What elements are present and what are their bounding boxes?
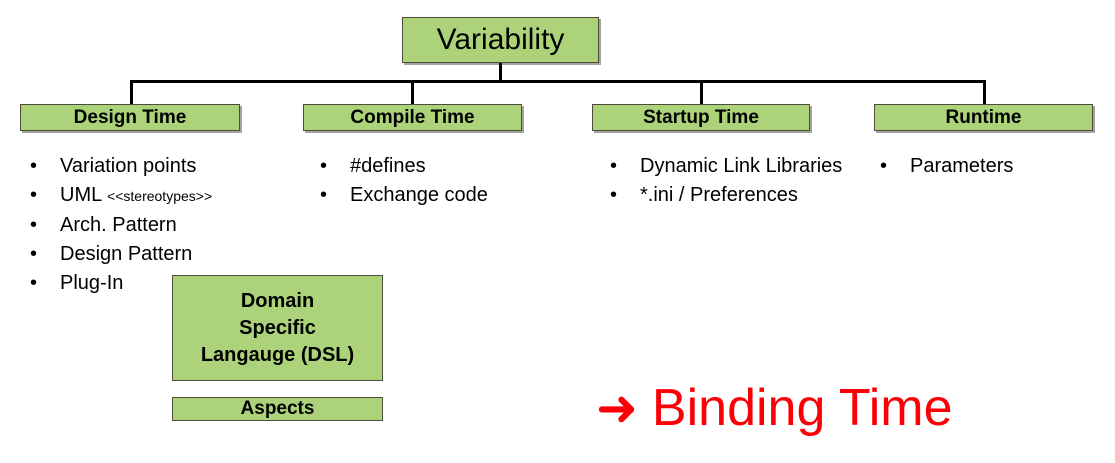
list-item-label: UML <<stereotypes>> (60, 181, 280, 211)
node-runtime[interactable]: Runtime (874, 104, 1093, 131)
bullet-dot-icon: • (610, 155, 618, 177)
list-item-label: #defines (350, 155, 426, 177)
right-arrow-icon: ➜ (596, 379, 638, 437)
list-item: • Plug-In (30, 269, 280, 298)
bullet-dot-icon: • (320, 184, 328, 206)
list-item: • Exchange code (320, 181, 560, 210)
list-item-label: Design Pattern (60, 243, 193, 265)
binding-time-callout: ➜ Binding Time (596, 382, 953, 434)
node-dsl-line-3: Langauge (DSL) (200, 343, 355, 366)
node-domain-specific-language[interactable]: Domain Specific Langauge (DSL) (172, 275, 383, 381)
connector-trunk (499, 63, 502, 82)
connector-drop-compile-time (411, 80, 414, 105)
connector-drop-design-time (130, 80, 133, 105)
bullet-list-runtime: • Parameters (880, 152, 1100, 181)
list-item: • Arch. Pattern (30, 211, 280, 240)
connector-drop-startup-time (700, 80, 703, 105)
node-design-time[interactable]: Design Time (20, 104, 240, 131)
node-dsl-line-1: Domain (240, 289, 315, 312)
connector-drop-runtime (983, 80, 986, 105)
connector-bus (130, 80, 985, 83)
node-runtime-label: Runtime (945, 106, 1022, 128)
list-item-label: Dynamic Link Libraries (640, 155, 843, 177)
list-item-note: <<stereotypes>> (107, 188, 213, 204)
bullet-list-design-time: • Variation points • UML <<stereotypes>>… (30, 152, 280, 298)
node-aspects-label: Aspects (240, 398, 315, 419)
bullet-dot-icon: • (30, 184, 38, 206)
list-item-text: UML (60, 184, 108, 206)
bullet-list-startup-time: • Dynamic Link Libraries • *.ini / Prefe… (610, 152, 870, 210)
list-item-label: Arch. Pattern (60, 214, 177, 236)
node-dsl-line-2: Specific (239, 316, 316, 339)
node-startup-time-label: Startup Time (643, 106, 759, 128)
node-compile-time-label: Compile Time (350, 106, 475, 128)
list-item: • Variation points (30, 152, 280, 181)
list-item: • UML <<stereotypes>> (30, 181, 280, 211)
node-startup-time[interactable]: Startup Time (592, 104, 810, 131)
list-item: • *.ini / Preferences (610, 181, 870, 210)
list-item-label: Parameters (910, 155, 1014, 177)
list-item: • Parameters (880, 152, 1100, 181)
bullet-dot-icon: • (30, 155, 38, 177)
node-variability[interactable]: Variability (402, 17, 599, 63)
bullet-dot-icon: • (30, 214, 38, 236)
list-item: • Dynamic Link Libraries (610, 152, 870, 181)
node-design-time-label: Design Time (73, 106, 187, 128)
bullet-dot-icon: • (30, 272, 38, 294)
bullet-dot-icon: • (610, 184, 618, 206)
list-item: • #defines (320, 152, 560, 181)
list-item-label: Exchange code (350, 184, 488, 206)
list-item-label: *.ini / Preferences (640, 184, 798, 206)
bullet-list-compile-time: • #defines • Exchange code (320, 152, 560, 210)
list-item-label: Variation points (60, 155, 197, 177)
bullet-dot-icon: • (320, 155, 328, 177)
list-item: • Design Pattern (30, 240, 280, 269)
node-compile-time[interactable]: Compile Time (303, 104, 522, 131)
list-item-label: Plug-In (60, 272, 124, 294)
bullet-dot-icon: • (880, 155, 888, 177)
node-aspects[interactable]: Aspects (172, 397, 383, 421)
binding-time-callout-label: Binding Time (651, 379, 953, 437)
bullet-dot-icon: • (30, 243, 38, 265)
node-variability-label: Variability (436, 23, 565, 56)
